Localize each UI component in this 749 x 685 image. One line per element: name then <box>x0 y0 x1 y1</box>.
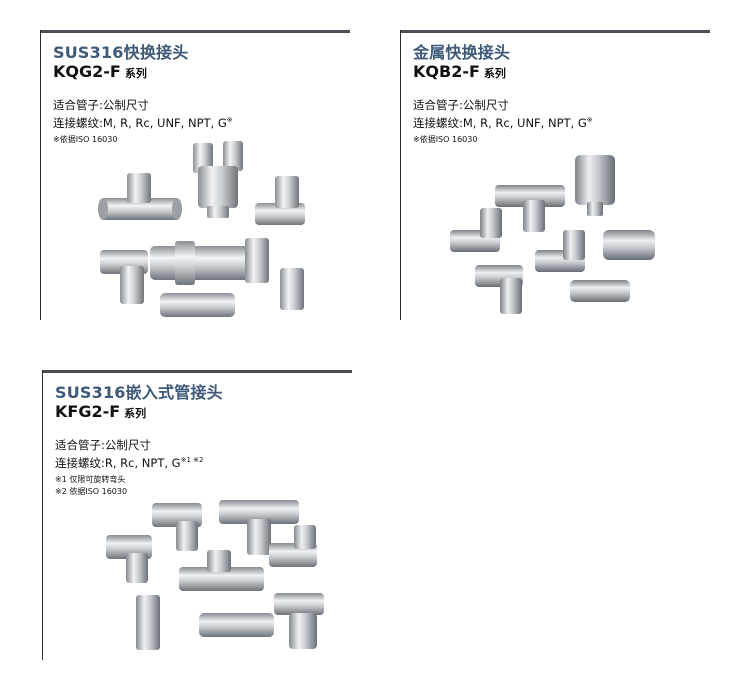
product-image-kfg2 <box>106 500 324 650</box>
y-fitting <box>575 155 615 216</box>
elbow-right <box>269 525 317 567</box>
series-label: 系列 <box>124 407 147 420</box>
panel-left-rule <box>40 30 41 320</box>
model-code: KFG2-F <box>55 402 121 421</box>
panel-left-rule <box>400 30 401 320</box>
thread-spec: 连接螺纹:M, R, Rc, UNF, NPT, G※ <box>413 115 593 131</box>
male-elbow <box>106 535 152 583</box>
union-tee <box>179 550 264 591</box>
male-connector <box>136 595 160 650</box>
thread-spec-text: 连接螺纹:M, R, Rc, UNF, NPT, G <box>413 116 587 130</box>
thread-spec-text: 连接螺纹:M, R, Rc, UNF, NPT, G <box>53 116 227 130</box>
thread-spec: 连接螺纹:M, R, Rc, UNF, NPT, G※ <box>53 115 233 131</box>
thread-spec-text: 连接螺纹:R, Rc, NPT, G <box>55 456 181 470</box>
series-title: 金属快换接头 <box>413 43 511 62</box>
panel-top-rule <box>40 30 350 33</box>
tee-fitting <box>98 173 182 220</box>
straight-connector <box>160 293 235 317</box>
straight-connector <box>570 280 630 302</box>
elbow-fitting <box>255 176 305 225</box>
model-code: KQB2-F <box>413 62 480 81</box>
product-image-kqg2 <box>98 141 305 317</box>
thread-spec: 连接螺纹:R, Rc, NPT, G※1 ※2 <box>55 455 203 471</box>
footnote-1: ※1 仅限可旋转弯头 <box>55 475 126 484</box>
tube-spec: 适合管子:公制尺寸 <box>413 98 509 112</box>
footnote: ※依据ISO 16030 <box>413 135 478 144</box>
product-image-kqb2 <box>450 155 655 314</box>
footnote-mark: ※1 ※2 <box>180 456 204 464</box>
tee-fitting <box>495 185 565 232</box>
elbow-fitting <box>450 208 502 252</box>
footnote-mark: ※ <box>226 116 233 124</box>
male-connector <box>245 238 269 283</box>
series-title: SUS316快换接头 <box>53 43 189 62</box>
footnote: ※依据ISO 16030 <box>53 135 118 144</box>
swivel-elbow <box>274 593 324 649</box>
elbow-fitting <box>152 503 202 551</box>
tube-spec: 适合管子:公制尺寸 <box>55 438 151 452</box>
panel-top-rule <box>42 370 352 373</box>
footnote-mark: ※ <box>586 116 593 124</box>
male-elbow <box>100 250 148 304</box>
series-label: 系列 <box>124 67 147 80</box>
straight-union <box>199 613 274 637</box>
hex-connector <box>280 268 304 310</box>
tee-fitting <box>219 500 299 555</box>
panel-left-rule <box>42 370 43 660</box>
model-code: KQG2-F <box>53 62 121 81</box>
series-label: 系列 <box>483 67 506 80</box>
male-elbow <box>475 265 523 314</box>
union-fitting <box>150 241 255 285</box>
y-fitting <box>193 141 243 218</box>
female-connector <box>603 230 655 260</box>
tube-spec: 适合管子:公制尺寸 <box>53 98 149 112</box>
series-title: SUS316嵌入式管接头 <box>55 383 223 402</box>
male-elbow-2 <box>535 230 585 272</box>
footnote-2: ※2 依据ISO 16030 <box>55 487 128 496</box>
panel-top-rule <box>400 30 710 33</box>
